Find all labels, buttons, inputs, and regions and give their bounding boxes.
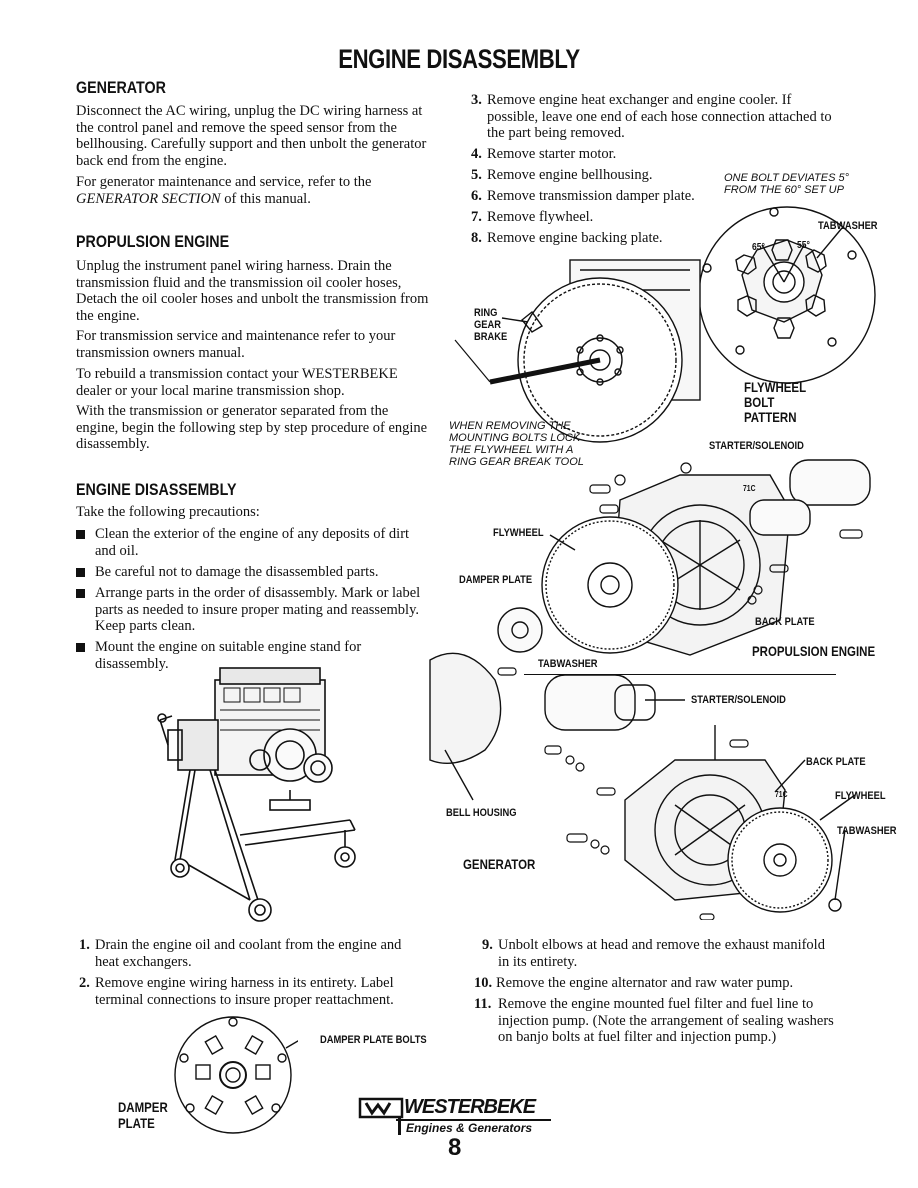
flywheel-removal-illustration [454, 259, 701, 443]
engine-stand-illustration [157, 667, 356, 922]
propulsion-para-4: With the transmission or generator separ… [76, 403, 428, 452]
step-text: Unbolt elbows at head and remove the exh… [498, 937, 825, 970]
ring-gear-tool-note: WHEN REMOVING THE MOUNTING BOLTS LOCK TH… [449, 420, 584, 468]
step-text: Drain the engine oil and coolant from th… [95, 937, 402, 970]
westerbeke-w-icon [358, 1097, 404, 1119]
generator-heading: GENERATOR [76, 78, 166, 97]
step-number: 7. [471, 209, 482, 225]
step-number: 11. [474, 996, 492, 1012]
tabwasher-label-2: TABWASHER [538, 658, 598, 670]
bullet-square-icon [76, 643, 85, 652]
ring-gear-brake-label: RING GEAR BRAKE [474, 307, 508, 343]
generator-para-1: Disconnect the AC wiring, unplug the DC … [76, 103, 427, 169]
bullet-square-icon [76, 530, 85, 539]
step-text: Remove transmission damper plate. [487, 188, 695, 204]
precaution-text: Clean the exterior of the engine of any … [95, 526, 410, 559]
damper-plate-label: DAMPER PLATE [118, 1099, 168, 1131]
step-number: 2. [79, 975, 90, 991]
angle-55-label: 55° [797, 240, 810, 251]
propulsion-para-3: To rebuild a transmission contact your W… [76, 366, 398, 399]
generator-exploded-illustration [429, 652, 856, 920]
brand-tagline: Engines & Generators [406, 1121, 533, 1135]
damper-plate-illustration [174, 1016, 298, 1134]
part-71c-label: 71C [743, 484, 756, 493]
page-title: ENGINE DISASSEMBLY [338, 44, 580, 74]
starter-solenoid-label: STARTER/SOLENOID [709, 440, 804, 452]
westerbeke-logo: WESTERBEKE Engines & Generators [358, 1096, 553, 1143]
brand-name: WESTERBEKE [404, 1096, 536, 1118]
propulsion-exploded-illustration [497, 459, 871, 676]
brand-underline [396, 1119, 551, 1121]
flywheel-bolt-pattern-diagram [698, 206, 876, 384]
angle-65-label: 65° [752, 242, 765, 253]
bullet-square-icon [76, 589, 85, 598]
step-text: Remove the engine alternator and raw wat… [496, 975, 794, 991]
step-number: 5. [471, 167, 482, 183]
precaution-text: Arrange parts in the order of disassembl… [95, 585, 421, 634]
starter-solenoid-label-2: STARTER/SOLENOID [691, 694, 786, 706]
step-text: Remove engine bellhousing. [487, 167, 653, 183]
generator-section-ref: GENERATOR SECTION [76, 190, 221, 207]
step-number: 4. [471, 146, 482, 162]
bell-housing-label: BELL HOUSING [446, 807, 517, 819]
tabwasher-label-3: TABWASHER [837, 825, 897, 837]
precaution-text: Mount the engine on suitable engine stan… [95, 639, 362, 672]
generator-para-2-prefix: For generator maintenance and service, r… [76, 174, 372, 190]
propulsion-engine-label: PROPULSION ENGINE [752, 643, 876, 659]
flywheel-label: FLYWHEEL [493, 527, 544, 539]
brand-stem [398, 1117, 401, 1135]
step-text: Remove the engine mounted fuel filter an… [498, 996, 834, 1045]
figure-divider [524, 674, 836, 675]
step-number: 1. [79, 937, 90, 953]
propulsion-heading: PROPULSION ENGINE [76, 232, 230, 251]
propulsion-para-1: Unplug the instrument panel wiring harne… [76, 258, 429, 324]
step-number: 10. [474, 975, 493, 991]
precautions-intro: Take the following precautions: [76, 504, 260, 520]
step-text: Remove flywheel. [487, 209, 594, 225]
step-number: 3. [471, 92, 482, 108]
step-text: Remove starter motor. [487, 146, 617, 162]
bolt-deviation-note: ONE BOLT DEVIATES 5° FROM THE 60° SET UP [724, 172, 850, 196]
damper-plate-bolts-label: DAMPER PLATE BOLTS [320, 1034, 427, 1046]
damper-plate-label-2: DAMPER PLATE [459, 574, 533, 586]
back-plate-label-2: BACK PLATE [806, 756, 866, 768]
step-text: Remove engine backing plate. [487, 230, 663, 246]
precaution-text: Be careful not to damage the disassemble… [95, 564, 379, 580]
flywheel-label-2: FLYWHEEL [835, 790, 886, 802]
back-plate-label: BACK PLATE [755, 616, 815, 628]
flywheel-bolt-pattern-label: FLYWHEEL BOLT PATTERN [744, 379, 806, 425]
page-number: 8 [448, 1134, 462, 1161]
generator-para-2-suffix: of this manual. [224, 190, 311, 207]
step-text: Remove engine wiring harness in its enti… [95, 975, 394, 1008]
step-number: 9. [482, 937, 493, 953]
propulsion-para-2: For transmission service and maintenance… [76, 328, 396, 361]
step-number: 6. [471, 188, 482, 204]
step-text: Remove engine heat exchanger and engine … [487, 92, 832, 141]
tabwasher-label: TABWASHER [818, 220, 878, 232]
part-71c-label-2: 71C [775, 790, 788, 799]
bullet-square-icon [76, 568, 85, 577]
generator-figure-label: GENERATOR [463, 856, 536, 872]
engine-disassembly-heading: ENGINE DISASSEMBLY [76, 480, 237, 499]
step-number: 8. [471, 230, 482, 246]
generator-para-2: For generator maintenance and service, r… [76, 174, 436, 207]
